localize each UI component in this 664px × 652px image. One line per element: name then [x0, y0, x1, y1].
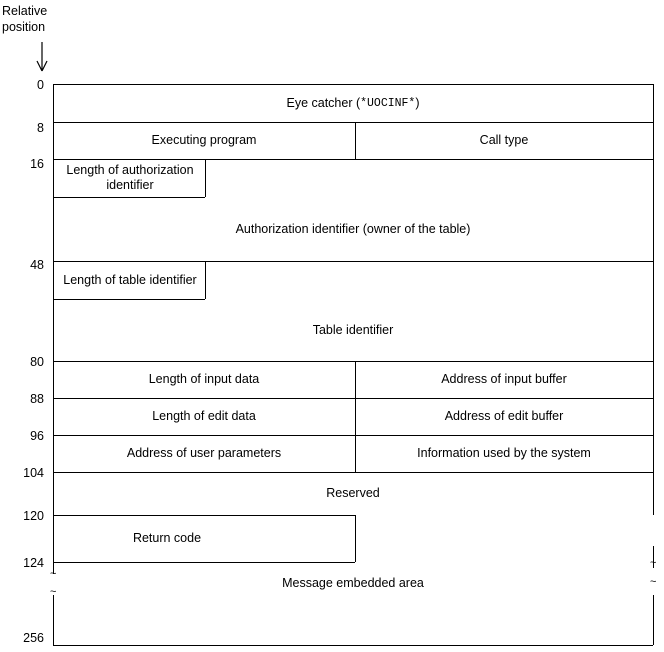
row-divider-reserved — [53, 472, 653, 473]
offset-label-88: 88 — [30, 392, 44, 406]
offset-label-124: 124 — [23, 556, 44, 570]
cell-label-length-of-table-identifier: Length of table identifier — [63, 272, 197, 287]
eye-catcher-literal: *UOCINF* — [360, 96, 416, 110]
cell-label-eye-catcher: Eye catcher (*UOCINF*) — [53, 84, 653, 122]
cell-label-return-code: Return code — [132, 531, 202, 545]
cell-label-table-identifier: Table identifier — [312, 322, 394, 337]
column-divider-input-data — [355, 361, 356, 398]
row-divider-eye-catcher — [53, 84, 653, 85]
cell-label-executing-program-call-type-left: Executing program — [151, 133, 257, 147]
break-mark-3: ~ — [650, 557, 657, 569]
structure-table: Eye catcher (*UOCINF*) Executing program C… — [53, 84, 654, 563]
row-divider-table-identifier — [53, 261, 653, 262]
cell-label-input-data-right: Address of input buffer — [441, 372, 567, 386]
cell-label-user-parameters-right: Information used by the system — [417, 446, 591, 460]
subbox-border-bottom-length-of-authorization-identifier — [53, 197, 205, 198]
row-divider-user-parameters — [53, 435, 653, 436]
subbox-border-right-length-of-table-identifier — [205, 261, 206, 299]
offset-label-120: 120 — [23, 509, 44, 523]
offset-label-48: 48 — [30, 258, 44, 272]
row-divider-input-data — [53, 361, 653, 362]
row-divider-return-code — [53, 515, 355, 516]
offset-label-104: 104 — [23, 466, 44, 480]
offset-label-8: 8 — [37, 121, 44, 135]
offset-label-16: 16 — [30, 157, 44, 171]
cell-label-length-of-authorization-identifier: Length of authorization identifier — [66, 163, 194, 192]
cell-label-edit-data-left: Length of edit data — [152, 409, 256, 423]
cell-label-input-data-left: Length of input data — [148, 372, 260, 386]
subbox-border-right-length-of-authorization-identifier — [205, 159, 206, 197]
column-divider-edit-data — [355, 398, 356, 435]
subbox-border-bottom-length-of-table-identifier — [53, 299, 205, 300]
down-arrow-icon — [36, 42, 48, 72]
message-area-border-bottom — [53, 645, 653, 646]
cell-label-executing-program-call-type-right: Call type — [479, 133, 529, 147]
offset-label-256: 256 — [23, 631, 44, 645]
message-embedded-area-label: Message embedded area — [282, 576, 424, 590]
offset-label-96: 96 — [30, 429, 44, 443]
row-bottom-return-code — [53, 562, 355, 563]
break-mark-2: ~ — [50, 586, 57, 598]
row-divider-executing-program-call-type — [53, 122, 653, 123]
offset-label-80: 80 — [30, 355, 44, 369]
row-divider-edit-data — [53, 398, 653, 399]
column-divider-user-parameters — [355, 435, 356, 472]
table-border-right — [653, 84, 654, 515]
break-mark-4: ~ — [650, 576, 657, 588]
table-border-left — [53, 84, 54, 562]
eye-catcher-suffix: ) — [415, 95, 420, 110]
cell-label-edit-data-right: Address of edit buffer — [444, 409, 564, 423]
cell-label-user-parameters-left: Address of user parameters — [126, 446, 282, 460]
column-divider-executing-program-call-type — [355, 122, 356, 159]
cell-label-authorization-identifier: Authorization identifier (owner of the t… — [235, 221, 471, 236]
axis-caption: Relative position — [2, 4, 48, 34]
cell-label-reserved: Reserved — [326, 486, 380, 500]
row-divider-authorization-identifier — [53, 159, 653, 160]
offset-label-0: 0 — [37, 78, 44, 92]
column-divider-return-code — [355, 515, 356, 562]
eye-catcher-prefix: Eye catcher ( — [286, 95, 361, 110]
message-area-border-left-lower — [53, 595, 54, 645]
message-area-border-right-lower — [653, 595, 654, 645]
break-mark-1: ~ — [50, 568, 57, 580]
message-area-border-right-upper — [653, 546, 654, 568]
message-area-border-left-upper — [53, 562, 54, 574]
